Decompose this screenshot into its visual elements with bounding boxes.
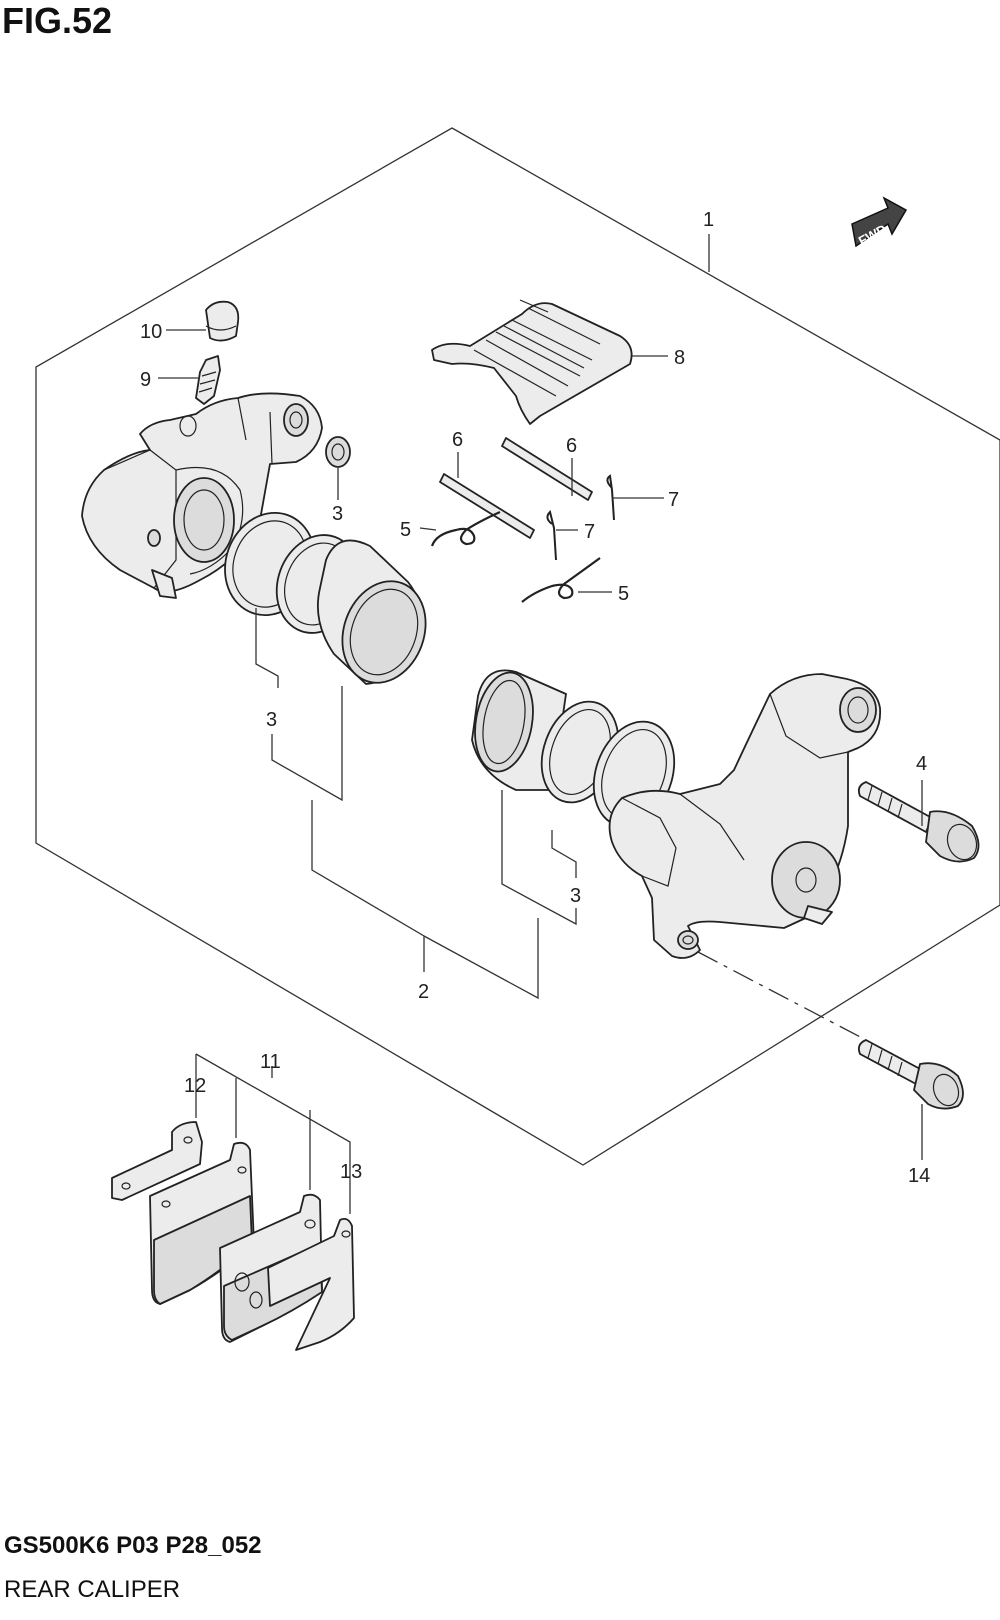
pad-shim-part (111, 1121, 203, 1201)
callout-13: 13 (340, 1161, 362, 1183)
caliper-bolt-lower-part (857, 1039, 964, 1110)
callout-9: 9 (140, 369, 151, 391)
callout-5-lower: 5 (618, 583, 629, 605)
callout-7-left: 7 (584, 521, 595, 543)
callout-10: 10 (140, 321, 162, 343)
callout-4: 4 (916, 753, 927, 775)
caliper-body-right-part (608, 673, 881, 959)
o-ring-small-part (325, 436, 351, 468)
fwd-direction-badge: FWD (851, 196, 908, 249)
model-code-label: GS500K6 P03 P28_052 (4, 1532, 262, 1559)
callout-8: 8 (674, 347, 685, 369)
section-name-label: REAR CALIPER (4, 1576, 181, 1603)
left-piston-part (317, 539, 427, 685)
assembly-boundary (35, 127, 1000, 1166)
callout-14: 14 (908, 1165, 930, 1187)
pad-shim-right-part (267, 1217, 355, 1351)
callout-12: 12 (184, 1075, 206, 1097)
pad-spring-part (431, 299, 633, 425)
caliper-body-left-part (81, 392, 323, 599)
pad-pin-upper-part (501, 437, 593, 501)
callout-3-small-o-ring: 3 (332, 503, 343, 525)
callout-6-left: 6 (452, 429, 463, 451)
callout-2: 2 (418, 981, 429, 1003)
pad-pin-lower-part (439, 473, 535, 539)
leader-lines (158, 234, 923, 1214)
callout-11: 11 (260, 1051, 281, 1073)
callout-7-right: 7 (668, 489, 679, 511)
pad-spring-clip-lower-part (521, 557, 601, 603)
bleeder-cap-part (205, 300, 240, 342)
pad-spring-clip-upper-part (430, 510, 501, 547)
callout-1: 1 (703, 209, 714, 231)
figure-title: FIG.52 (2, 0, 113, 41)
pin-clip-right-part (606, 474, 615, 521)
pin-clip-left-part (546, 510, 557, 561)
callout-3-right-seals: 3 (570, 885, 581, 907)
bleeder-valve-part (195, 355, 221, 405)
callout-6-right: 6 (566, 435, 577, 457)
bolt-axis-line (697, 951, 867, 1041)
caliper-bolt-upper-part (857, 781, 980, 863)
callout-5-upper: 5 (400, 519, 411, 541)
callout-3-left-seals: 3 (266, 709, 277, 731)
